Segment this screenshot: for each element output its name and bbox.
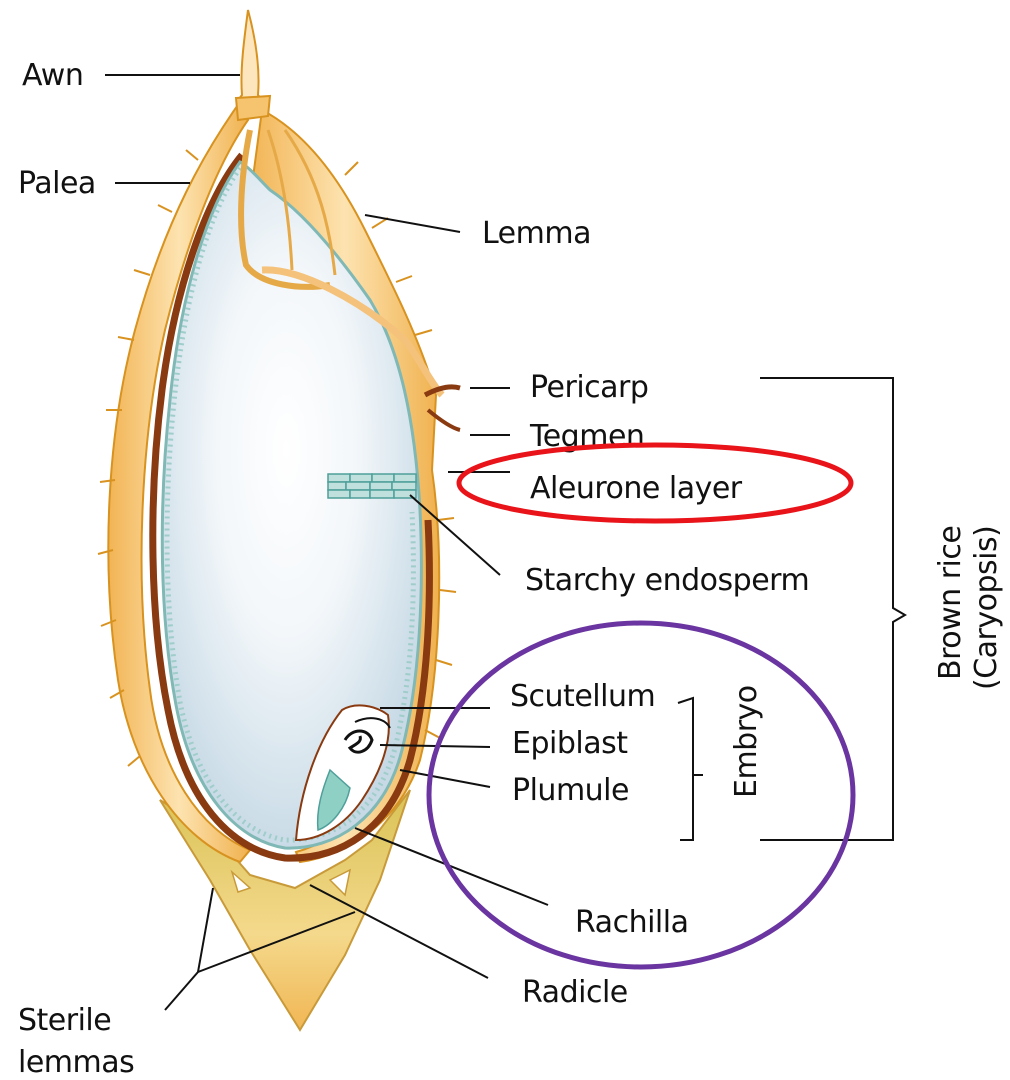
grain-illustration — [98, 10, 460, 1030]
label-palea: Palea — [18, 166, 96, 201]
label-sterile-lemmas-line2: lemmas — [18, 1045, 134, 1080]
label-aleurone-layer: Aleurone layer — [530, 471, 743, 506]
label-starchy-endosperm: Starchy endosperm — [525, 563, 809, 598]
label-awn: Awn — [22, 58, 83, 93]
label-lemma: Lemma — [482, 216, 591, 251]
label-pericarp: Pericarp — [530, 370, 648, 405]
label-sterile-lemmas-line1: Sterile — [18, 1003, 111, 1038]
label-scutellum: Scutellum — [510, 679, 655, 714]
label-caryopsis: (Caryopsis) — [969, 526, 1004, 690]
starchy-cells — [328, 474, 416, 498]
awn-shape — [238, 10, 262, 100]
label-plumule: Plumule — [512, 773, 629, 808]
label-embryo: Embryo — [729, 685, 764, 798]
label-rachilla: Rachilla — [575, 905, 688, 940]
label-epiblast: Epiblast — [512, 726, 628, 761]
label-brown-rice: Brown rice — [933, 526, 968, 680]
label-radicle: Radicle — [522, 975, 628, 1010]
